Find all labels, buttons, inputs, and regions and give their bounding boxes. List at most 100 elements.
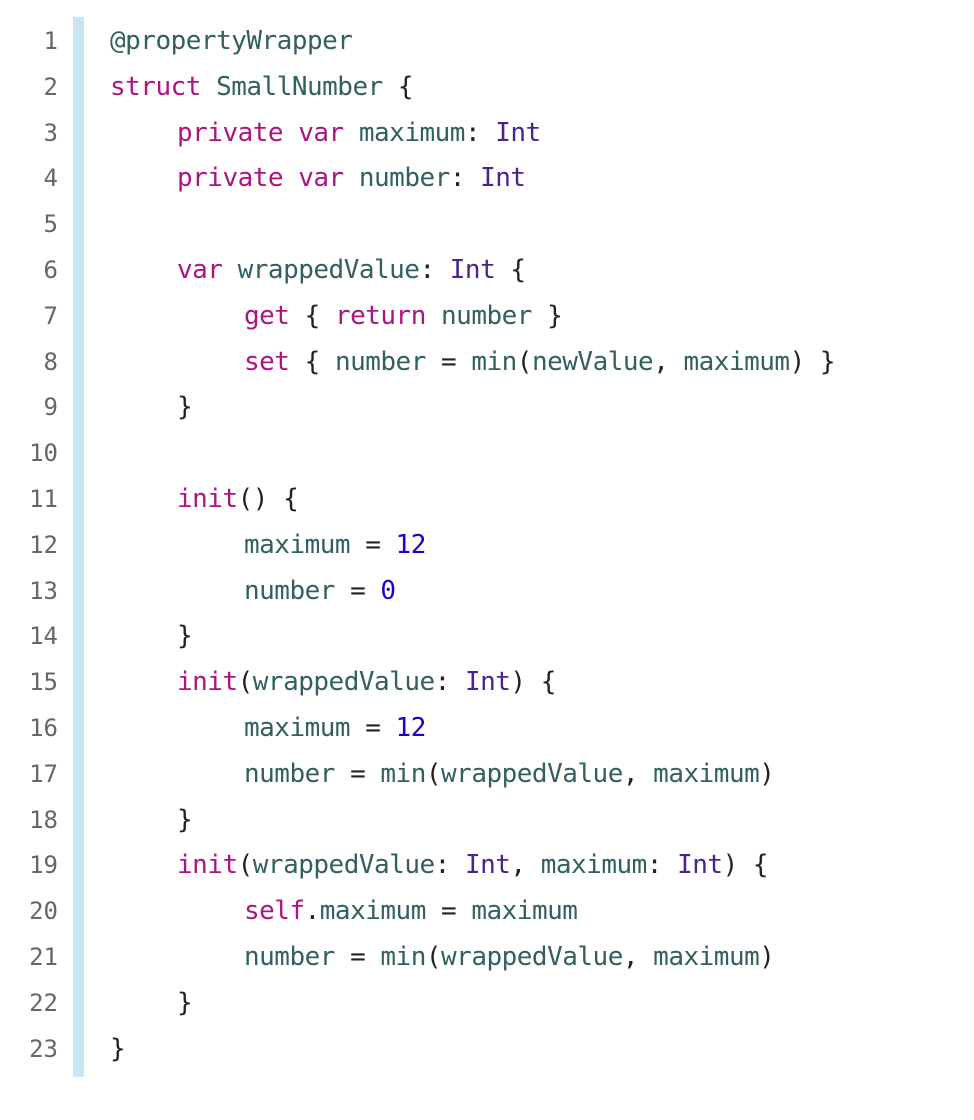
line-number: 7 <box>43 301 58 330</box>
line-number: 17 <box>29 759 58 788</box>
line-code: } <box>177 980 193 1026</box>
code-token: maximum <box>244 529 351 560</box>
line-number: 11 <box>29 485 58 513</box>
code-token: number <box>244 758 335 789</box>
code-token: ( <box>237 850 254 881</box>
code-token: number <box>244 942 335 972</box>
code-token: var <box>298 163 344 194</box>
line-number: 16 <box>29 714 58 742</box>
code-token: ) } <box>789 346 836 377</box>
code-token: @propertyWrapper <box>110 26 353 56</box>
code-token: number <box>244 575 335 606</box>
line-code: @propertyWrapper <box>110 18 353 64</box>
code-token: , <box>622 942 654 972</box>
code-token: private <box>177 117 284 148</box>
code-token: Int <box>464 667 511 698</box>
code-token: return <box>334 300 426 331</box>
code-token: = <box>425 346 472 377</box>
code-token <box>222 255 237 285</box>
line-number: 8 <box>43 347 58 376</box>
code-token: : <box>464 117 496 148</box>
code-token: { <box>382 71 414 102</box>
code-token: . <box>304 896 321 927</box>
code-token: : <box>434 850 465 881</box>
code-listing: 1 @propertyWrapper 2 struct SmallNumber { 3 p… <box>0 17 974 1077</box>
code-token: min <box>380 758 426 789</box>
line-code: self.maximum = maximum <box>244 888 578 934</box>
code-token: Int <box>480 163 526 194</box>
code-line: 5 <box>0 201 974 247</box>
code-line: 11 init() { <box>0 476 974 522</box>
code-token: () { <box>237 484 299 514</box>
code-token <box>283 118 298 148</box>
line-number: 20 <box>29 897 58 926</box>
code-token: wrappedValue <box>237 255 420 285</box>
code-token: ) <box>759 942 775 972</box>
line-code: struct SmallNumber { <box>110 64 414 110</box>
code-token: = <box>350 529 396 560</box>
code-token <box>283 163 298 193</box>
code-token: wrappedValue <box>441 942 623 972</box>
code-token: = <box>334 942 381 972</box>
code-token: 12 <box>395 529 427 560</box>
line-code: maximum = 12 <box>244 705 426 751</box>
code-token: ) <box>759 758 775 789</box>
code-token: } <box>531 300 563 331</box>
line-number: 23 <box>29 1034 58 1063</box>
code-token: number <box>441 300 532 331</box>
code-token: } <box>110 1033 126 1064</box>
code-token: min <box>471 346 517 377</box>
code-token <box>344 163 359 193</box>
line-number: 2 <box>43 72 58 101</box>
line-number: 18 <box>29 805 58 834</box>
code-token: ( <box>425 758 442 789</box>
line-number: 1 <box>43 27 58 55</box>
code-token: number <box>358 163 450 194</box>
code-token: } <box>177 987 193 1018</box>
code-token: get <box>244 300 290 331</box>
code-token: maximum <box>244 713 351 743</box>
code-line: 22} <box>0 980 974 1026</box>
code-token: = <box>425 896 472 927</box>
code-token: , <box>510 850 541 881</box>
code-token: : <box>419 255 450 285</box>
line-code: number = 0 <box>244 568 396 614</box>
code-token: min <box>380 942 426 972</box>
code-token: struct <box>110 71 201 102</box>
code-line: 1 @propertyWrapper <box>0 18 974 64</box>
code-token: } <box>177 621 193 652</box>
line-number: 13 <box>29 576 58 605</box>
code-line: 18} <box>0 797 974 843</box>
code-token: newValue <box>531 346 654 377</box>
code-token: maximum <box>540 850 648 881</box>
code-token: Int <box>449 255 496 285</box>
code-token: ) { <box>510 667 556 698</box>
code-line: 16 maximum = 12 <box>0 705 974 751</box>
line-number: 22 <box>29 988 58 1017</box>
code-token: maximum <box>471 896 578 927</box>
code-token: { <box>495 255 526 285</box>
line-code: number = min(wrappedValue, maximum) <box>244 934 775 980</box>
code-token: private <box>177 163 284 194</box>
line-code: } <box>177 797 193 843</box>
code-token: init <box>177 484 238 514</box>
code-token: ) { <box>722 850 769 881</box>
code-line: 10 <box>0 430 974 476</box>
line-number: 3 <box>43 118 58 147</box>
code-token: } <box>177 804 193 835</box>
line-number: 5 <box>43 210 58 239</box>
line-code: var wrappedValue: Int { <box>177 247 526 293</box>
line-code: maximum = 12 <box>244 522 426 568</box>
code-token: : <box>449 163 481 194</box>
line-number: 12 <box>29 530 58 559</box>
code-token: wrappedValue <box>252 667 435 698</box>
code-token: = <box>334 575 381 606</box>
